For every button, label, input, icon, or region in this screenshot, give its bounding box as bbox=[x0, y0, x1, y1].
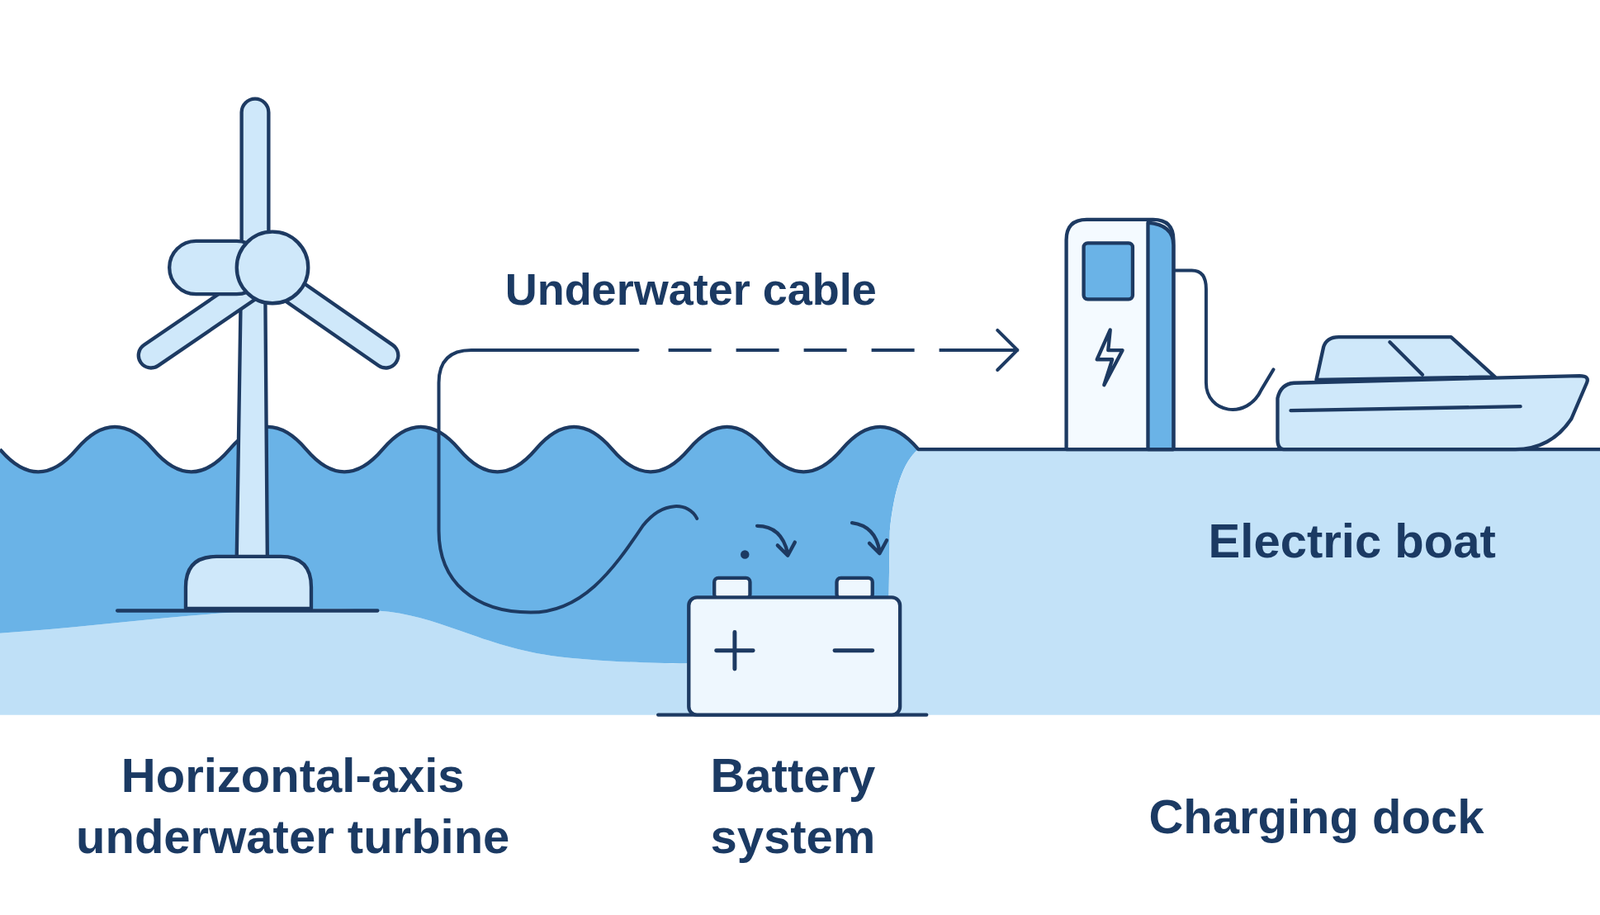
dock-node: Charging dock bbox=[1017, 216, 1176, 451]
station-side bbox=[1147, 222, 1174, 450]
turbine-tower bbox=[236, 296, 268, 557]
battery-terminal bbox=[836, 577, 872, 599]
turbine-hub bbox=[236, 231, 309, 304]
lightning-bolt bbox=[1097, 329, 1123, 385]
cable-line bbox=[946, 348, 1018, 352]
charge-dot bbox=[742, 551, 748, 557]
minus-sign bbox=[834, 648, 873, 653]
arrow-head bbox=[997, 330, 1018, 370]
boat bbox=[1277, 336, 1587, 450]
edge-label: Underwater cable bbox=[505, 258, 877, 320]
boat-hull bbox=[1277, 375, 1587, 450]
plus-sign bbox=[716, 631, 753, 669]
battery-body bbox=[688, 596, 900, 715]
turbine-base bbox=[185, 556, 312, 609]
boat-node: Electric boat bbox=[1273, 328, 1592, 451]
station-body bbox=[1066, 219, 1174, 450]
battery-terminal bbox=[714, 577, 750, 599]
boat-cabin bbox=[1315, 336, 1495, 380]
node-label: Battery system bbox=[668, 744, 917, 867]
charge-arrow bbox=[852, 522, 887, 554]
charging-hose bbox=[1175, 270, 1274, 410]
node-label: Horizontal-axis underwater turbine bbox=[28, 744, 558, 867]
connector bbox=[439, 330, 1018, 613]
battery-node: Battery system bbox=[688, 518, 900, 715]
battery bbox=[657, 522, 927, 715]
connector bbox=[1175, 270, 1274, 410]
cable-dashed-line bbox=[668, 348, 947, 352]
turbine bbox=[117, 112, 386, 611]
station-screen bbox=[1084, 242, 1133, 299]
cable-line bbox=[439, 350, 698, 613]
boat-window-line bbox=[1389, 341, 1423, 375]
land bbox=[887, 449, 1600, 715]
charging-station bbox=[1066, 219, 1174, 450]
turbine-node: Horizontal-axis underwater turbine bbox=[132, 96, 398, 612]
hull-stripe bbox=[1291, 406, 1521, 411]
node-label: Electric boat bbox=[1208, 510, 1496, 572]
charge-arrow bbox=[757, 525, 796, 556]
turbine-blade bbox=[285, 285, 386, 356]
node-label: Charging dock bbox=[1148, 785, 1484, 848]
turbine-blade-outline bbox=[285, 285, 386, 356]
